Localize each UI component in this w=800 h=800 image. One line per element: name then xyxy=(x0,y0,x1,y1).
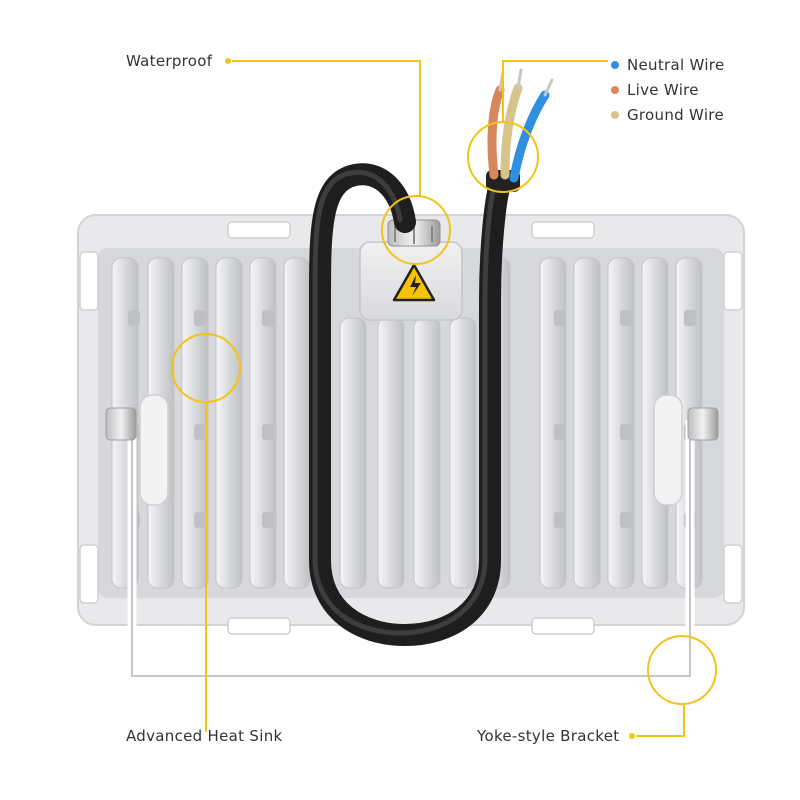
mounting-stud xyxy=(554,424,566,440)
heat-sink-label: Advanced Heat Sink xyxy=(126,727,283,745)
bracket-callout-circle xyxy=(647,635,717,705)
wires xyxy=(487,68,554,183)
heat-sink-fin xyxy=(573,257,601,589)
mounting-stud xyxy=(194,310,206,326)
wire-legend: Neutral Wire Live Wire Ground Wire xyxy=(611,52,724,127)
ground-wire-dot-icon xyxy=(611,110,619,119)
heat-sink-fin xyxy=(449,317,477,589)
mounting-stud xyxy=(554,512,566,528)
heat-sink-fin xyxy=(413,317,441,589)
heat-sink-fin xyxy=(283,257,311,589)
heat-sink-fin xyxy=(377,317,405,589)
mounting-stud xyxy=(554,310,566,326)
legend-item-ground: Ground Wire xyxy=(611,102,724,127)
legend-item-live: Live Wire xyxy=(611,77,724,102)
legend-label-live: Live Wire xyxy=(627,80,699,99)
neutral-wire-dot-icon xyxy=(611,60,619,69)
legend-item-neutral: Neutral Wire xyxy=(611,52,724,77)
waterproof-label: Waterproof xyxy=(126,52,213,70)
wires-leader-line xyxy=(502,60,608,122)
mounting-stud xyxy=(194,424,206,440)
waterproof-leader-line xyxy=(232,60,421,196)
waterproof-callout-circle xyxy=(381,195,451,265)
mounting-stud xyxy=(194,512,206,528)
mounting-stud xyxy=(684,310,696,326)
heat-sink-fin xyxy=(539,257,567,589)
heat-sink-fin xyxy=(181,257,209,589)
bracket-label: Yoke-style Bracket xyxy=(477,727,620,745)
callout-graphics xyxy=(171,60,717,737)
ground-wire xyxy=(500,83,523,180)
high-voltage-warning-icon xyxy=(392,263,436,302)
housing-tabs xyxy=(79,221,743,635)
legend-label-ground: Ground Wire xyxy=(627,105,724,124)
heat-sink-fin xyxy=(339,317,367,589)
live-wire xyxy=(487,85,505,180)
mounting-stud xyxy=(128,310,140,326)
yoke-bracket xyxy=(105,394,719,677)
mounting-stud xyxy=(262,424,274,440)
live-wire-dot-icon xyxy=(611,85,619,94)
heat-sink-fin xyxy=(215,257,243,589)
mounting-stud xyxy=(262,310,274,326)
heat-sink-fin xyxy=(249,257,277,589)
mounting-stud xyxy=(620,424,632,440)
bracket-leader-line xyxy=(636,704,685,737)
mounting-stud xyxy=(620,310,632,326)
neutral-wire xyxy=(509,90,550,183)
mounting-stud xyxy=(620,512,632,528)
callout-dots xyxy=(225,58,635,739)
legend-label-neutral: Neutral Wire xyxy=(627,55,725,74)
heat-sink-fin xyxy=(607,257,635,589)
mounting-stud xyxy=(262,512,274,528)
